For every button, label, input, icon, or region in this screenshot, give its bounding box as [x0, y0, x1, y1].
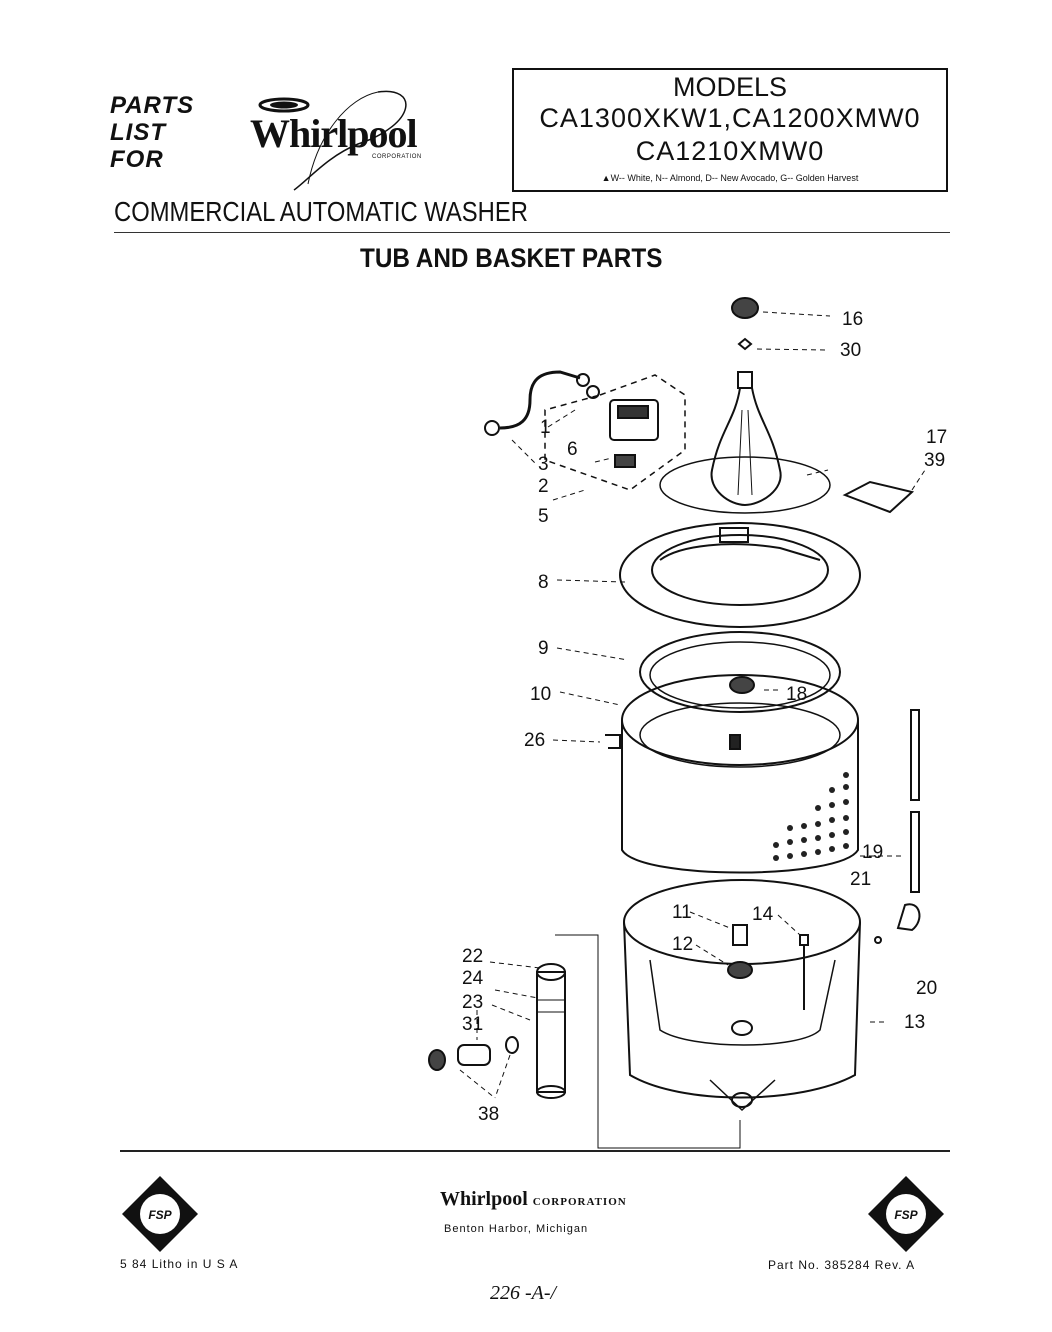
leader-lines	[459, 311, 926, 1099]
part-16-cap	[731, 297, 759, 319]
basket-holes	[773, 772, 849, 861]
footer-divider	[120, 1150, 950, 1152]
callout-19: 19	[862, 842, 883, 863]
models-line-1: CA1300XKW1,CA1200XMW0	[539, 103, 921, 133]
part-17-plate	[842, 480, 915, 514]
callout-20: 20	[916, 978, 937, 999]
assembly-bracket-line	[555, 934, 741, 1149]
parts-list-line: PARTS	[110, 92, 195, 119]
part-30-nut	[737, 337, 753, 351]
footer-corporation: Whirlpool CORPORATION	[440, 1188, 627, 1211]
part-26-clip	[605, 734, 621, 749]
handwritten-note: 226 -A-/	[490, 1282, 557, 1304]
part-agitator	[710, 371, 782, 507]
footer-corp-name: Whirlpool	[440, 1188, 528, 1210]
part-18-seal	[729, 676, 755, 694]
models-box: MODELS CA1300XKW1,CA1200XMW0 CA1210XMW0 …	[512, 68, 948, 192]
part-hose-assembly	[484, 370, 590, 436]
whirlpool-logo-corp: CORPORATION	[372, 154, 422, 160]
models-color-legend: ▲W-- White, N-- Almond, D-- New Avocado,…	[601, 173, 859, 183]
fsp-badge-left: FSP	[122, 1176, 198, 1252]
part-12-seal	[727, 961, 753, 979]
callout-10: 10	[530, 684, 551, 705]
agitator-base-ring	[659, 456, 831, 514]
callout-3: 3	[538, 454, 549, 475]
document-subtitle: COMMERCIAL AUTOMATIC WASHER	[114, 196, 528, 227]
callout-14: 14	[752, 904, 774, 925]
callout-21: 21	[850, 869, 871, 890]
callout-24: 24	[462, 968, 484, 989]
models-line-2: CA1210XMW0	[635, 136, 825, 166]
whirlpool-logo-text: Whirlpool	[250, 111, 418, 156]
part-valve-block	[586, 385, 659, 468]
callout-23: 23	[462, 992, 483, 1013]
footer-part-number: Part No. 385284 Rev. A	[768, 1258, 916, 1272]
part-19-rod	[910, 709, 920, 893]
fsp-label-right: FSP	[894, 1208, 918, 1222]
part-5-bracket-outline	[544, 374, 686, 491]
part-9-gasket	[639, 631, 841, 713]
callout-1: 1	[540, 417, 551, 438]
parts-list-line: LIST	[110, 119, 166, 146]
footer-corp-suffix: CORPORATION	[532, 1196, 627, 1208]
footer-print-info: 5 84 Litho in U S A	[120, 1257, 239, 1271]
callout-31: 31	[462, 1014, 483, 1035]
part-13-outer-tub	[623, 879, 861, 1112]
part-10-basket	[621, 674, 859, 874]
callout-26: 26	[524, 730, 545, 751]
callout-16: 16	[842, 309, 863, 330]
callout-9: 9	[538, 638, 549, 659]
section-title: TUB AND BASKET PARTS	[360, 243, 663, 273]
callout-5: 5	[538, 506, 549, 527]
callout-13: 13	[904, 1012, 925, 1033]
callout-30: 30	[840, 340, 861, 361]
part-drain-hose-assembly	[428, 963, 566, 1099]
callout-6: 6	[567, 439, 578, 460]
part-20-valve	[896, 903, 921, 932]
whirlpool-logo-swirl	[258, 90, 407, 191]
callout-17: 17	[926, 427, 947, 448]
fsp-label-left: FSP	[148, 1208, 172, 1222]
models-title: MODELS	[672, 72, 788, 102]
callout-2: 2	[538, 476, 549, 497]
parts-list-line: FOR	[110, 146, 164, 173]
callout-12: 12	[672, 934, 693, 955]
callout-39: 39	[924, 450, 945, 471]
part-8-tub-ring	[619, 522, 861, 628]
callout-11: 11	[672, 902, 692, 923]
part-14-screw	[799, 934, 809, 1010]
callout-8: 8	[538, 572, 549, 593]
parts-list-heading: PARTS LIST FOR	[110, 92, 194, 173]
header-divider	[114, 232, 950, 233]
callout-18: 18	[786, 684, 807, 705]
fsp-badge-right: FSP	[868, 1176, 944, 1252]
part-11-bolt	[732, 924, 748, 946]
callout-38: 38	[478, 1104, 499, 1125]
footer-city: Benton Harbor, Michigan	[444, 1223, 589, 1235]
callout-22: 22	[462, 946, 483, 967]
